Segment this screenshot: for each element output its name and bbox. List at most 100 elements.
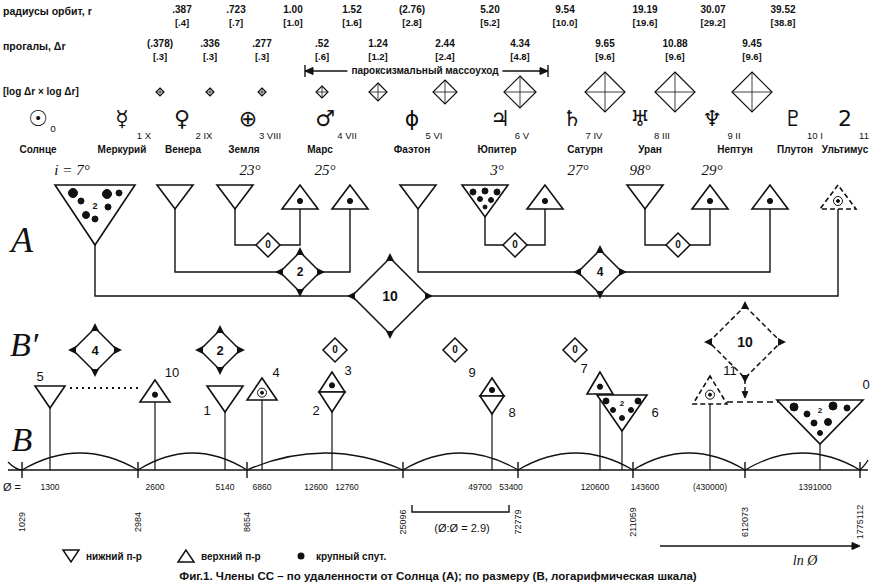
satellite-dot xyxy=(829,402,837,410)
gap-value: .336 xyxy=(200,39,219,49)
diamond-shape xyxy=(666,233,690,257)
arrowhead xyxy=(540,68,548,75)
diamond-shape xyxy=(323,338,347,362)
orbit-radius-model: [.4] xyxy=(175,18,189,28)
index-number: 7 IV xyxy=(586,131,603,141)
satellite-dot xyxy=(116,190,122,196)
index-number: 3 VIII xyxy=(259,131,281,141)
orbit-radius: 5.20 xyxy=(480,5,499,15)
row-heading: [log Δr × log Δr] xyxy=(3,87,79,97)
tick-value: 1775112 xyxy=(856,505,865,539)
arrowhead xyxy=(619,268,627,276)
diamond-node: 10 xyxy=(709,306,781,378)
stem xyxy=(599,394,600,470)
diamond-number: 2 xyxy=(297,266,304,278)
planet-name: Фаэтон xyxy=(394,145,430,155)
line xyxy=(690,209,710,245)
diamond-shape xyxy=(352,258,428,334)
log-diamond xyxy=(316,86,328,98)
planet-symbol: ϕ xyxy=(405,108,420,130)
log-diamond xyxy=(504,76,536,108)
satellite-dot xyxy=(790,403,798,411)
line xyxy=(320,209,350,272)
inclination: 27° xyxy=(568,163,589,178)
diamond-node: 2 xyxy=(280,252,320,292)
index-number: 4 VII xyxy=(337,131,357,141)
planet-name: Сатурн xyxy=(567,145,603,155)
diamond-number: 10 xyxy=(737,335,753,349)
log-diamond xyxy=(369,83,387,101)
tick-value: 72779 xyxy=(514,509,523,534)
axis-value: 12600 xyxy=(304,483,328,492)
callout-number: 9 xyxy=(468,366,475,379)
diamond-node: 0 xyxy=(563,338,587,362)
gap-value: 1.24 xyxy=(368,39,387,49)
tick xyxy=(744,462,745,478)
gap-value: 9.65 xyxy=(595,39,614,49)
satellite-dot xyxy=(494,189,500,195)
stem xyxy=(49,408,50,470)
lower-triangle xyxy=(627,185,663,209)
satellite-dot xyxy=(837,200,840,203)
gap-value-model: [.3] xyxy=(153,52,167,62)
stem xyxy=(154,402,155,470)
axis-value: 1391000 xyxy=(798,483,831,492)
diamond-shape xyxy=(709,306,781,378)
planet-symbol: ☉ xyxy=(28,108,48,130)
satellite-dot xyxy=(69,189,78,198)
satellite-dot xyxy=(620,416,625,421)
arrowhead xyxy=(704,338,712,346)
tick-value: 211059 xyxy=(629,507,638,536)
line xyxy=(316,92,328,93)
satellite-dot xyxy=(706,390,715,399)
planet-name: Венера xyxy=(165,145,201,155)
line xyxy=(428,209,838,296)
satellite-count: 2 xyxy=(620,400,624,408)
arrowhead xyxy=(237,346,245,354)
diamond-shape xyxy=(256,233,280,257)
axis-arrow xyxy=(660,545,852,546)
lower-triangle xyxy=(597,395,647,431)
satellite-dot xyxy=(489,198,494,203)
row-heading: радиусы орбит, r xyxy=(3,6,92,17)
upper-triangle xyxy=(752,185,788,209)
gap-value-model: [9.6] xyxy=(665,52,685,62)
arrowhead xyxy=(778,338,786,346)
orbit-radius: 9.54 xyxy=(555,5,574,15)
callout-number: 5 xyxy=(36,370,43,383)
satellite-dot xyxy=(489,387,494,392)
upper-triangle xyxy=(247,378,277,400)
satellite-dot xyxy=(297,198,302,203)
gap-value-model: [9.6] xyxy=(742,52,762,62)
upper-triangle xyxy=(527,185,563,209)
lower-triangle xyxy=(217,185,253,209)
gap-value-model: [4.8] xyxy=(510,52,530,62)
satellite-dot xyxy=(818,431,823,436)
arrowhead xyxy=(425,292,433,300)
gap-value: (.378) xyxy=(147,39,173,49)
inclination: 29° xyxy=(702,163,723,178)
gap-value: 2.44 xyxy=(435,39,454,49)
line xyxy=(585,92,625,93)
axis-value: 49700 xyxy=(468,483,492,492)
satellite-dot xyxy=(103,190,112,199)
arrowhead xyxy=(596,291,604,299)
diamond-shape xyxy=(443,338,467,362)
arrowhead xyxy=(216,367,224,375)
tick-value: 25096 xyxy=(399,509,408,534)
diamond-number: 0 xyxy=(265,240,271,250)
lower-triangle xyxy=(462,185,508,217)
stem xyxy=(331,412,332,470)
satellite-dot xyxy=(105,204,111,210)
satellite-dot xyxy=(347,198,352,203)
bracket xyxy=(412,505,509,512)
tick-value: 8654 xyxy=(243,512,252,532)
legend-text: крупный спут. xyxy=(316,551,386,562)
planet-name: Меркурий xyxy=(98,145,147,155)
arrowhead xyxy=(852,543,860,550)
diamond-number: 0 xyxy=(572,345,578,355)
log-diamond xyxy=(206,88,214,96)
callout-number: 8 xyxy=(508,406,515,419)
legend-sample xyxy=(60,548,82,564)
orbit-radius-model: [1.0] xyxy=(283,18,303,28)
